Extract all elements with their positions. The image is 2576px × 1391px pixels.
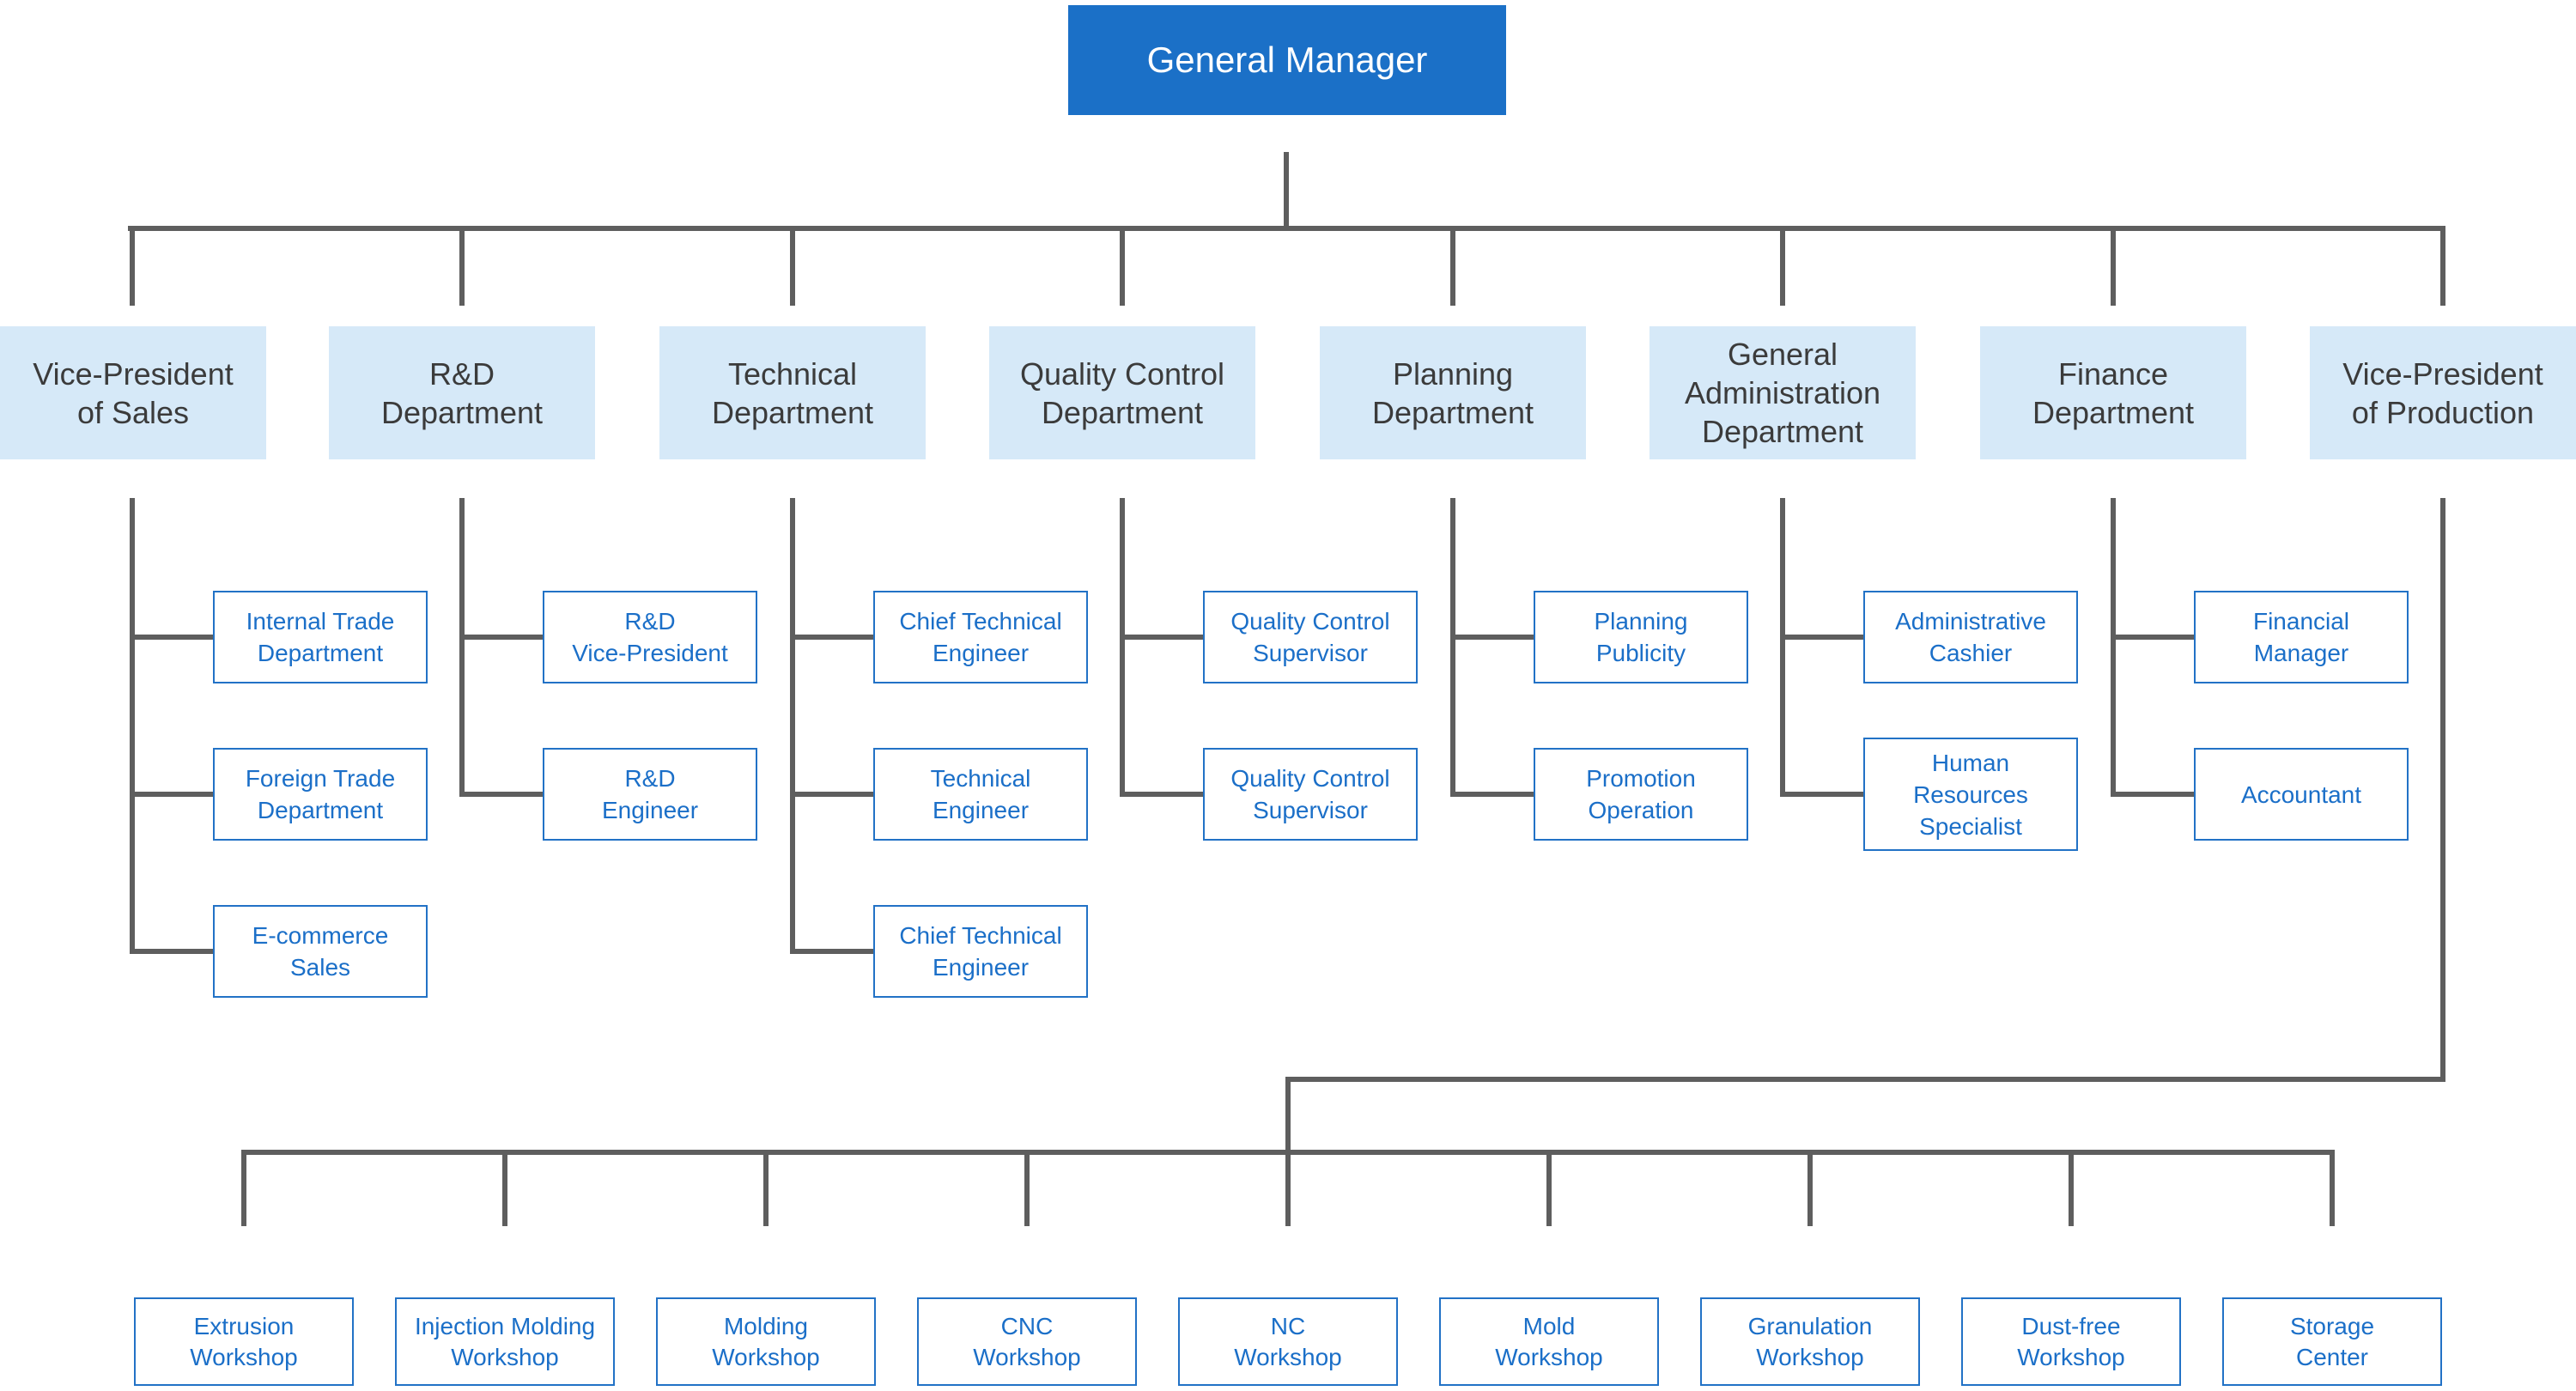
connector-line (1285, 1077, 1291, 1155)
node-technical-department: Technical Department (659, 326, 926, 459)
connector-line (1450, 498, 1455, 797)
node-administrative-cashier: Administrative Cashier (1863, 591, 2078, 683)
node-ecommerce-sales: E-commerce Sales (213, 905, 428, 998)
node-human-resources-specialist: Human Resources Specialist (1863, 738, 2078, 851)
node-technical-engineer: Technical Engineer (873, 748, 1088, 841)
connector-line (790, 635, 876, 640)
connector-line (1285, 1077, 2445, 1082)
connector-line (1120, 498, 1125, 797)
node-internal-trade-department: Internal Trade Department (213, 591, 428, 683)
connector-line (790, 792, 876, 797)
connector-line (2069, 1150, 2074, 1226)
connector-line (130, 635, 216, 640)
node-rd-engineer: R&D Engineer (543, 748, 757, 841)
node-planning-department: Planning Department (1320, 326, 1586, 459)
node-general-administration-department: General Administration Department (1649, 326, 1916, 459)
connector-line (502, 1150, 507, 1226)
node-vp-production: Vice-President of Production (2310, 326, 2576, 459)
node-accountant: Accountant (2194, 748, 2409, 841)
connector-line (1120, 635, 1206, 640)
node-injection-molding-workshop: Injection Molding Workshop (395, 1297, 615, 1386)
node-promotion-operation: Promotion Operation (1534, 748, 1748, 841)
node-quality-control-supervisor-2: Quality Control Supervisor (1203, 748, 1418, 841)
connector-line (1024, 1150, 1030, 1226)
connector-line (1780, 635, 1866, 640)
node-quality-control-supervisor-1: Quality Control Supervisor (1203, 591, 1418, 683)
node-financial-manager: Financial Manager (2194, 591, 2409, 683)
connector-line (790, 226, 795, 306)
node-finance-department: Finance Department (1980, 326, 2246, 459)
node-foreign-trade-department: Foreign Trade Department (213, 748, 428, 841)
node-rd-department: R&D Department (329, 326, 595, 459)
connector-line (2111, 635, 2196, 640)
node-cnc-workshop: CNC Workshop (917, 1297, 1137, 1386)
node-quality-control-department: Quality Control Department (989, 326, 1255, 459)
node-chief-technical-engineer-2: Chief Technical Engineer (873, 905, 1088, 998)
node-vp-sales: Vice-President of Sales (0, 326, 266, 459)
connector-line (2111, 226, 2116, 306)
connector-line (459, 635, 545, 640)
connector-line (1546, 1150, 1552, 1226)
node-rd-vice-president: R&D Vice-President (543, 591, 757, 683)
connector-line (1450, 792, 1536, 797)
connector-line (1807, 1150, 1813, 1226)
node-extrusion-workshop: Extrusion Workshop (134, 1297, 354, 1386)
connector-line (790, 498, 795, 954)
connector-line (128, 226, 2445, 231)
connector-line (1780, 226, 1785, 306)
connector-line (1120, 226, 1125, 306)
connector-line (1285, 1150, 1291, 1226)
connector-line (1450, 226, 1455, 306)
node-mold-workshop: Mold Workshop (1439, 1297, 1659, 1386)
node-chief-technical-engineer-1: Chief Technical Engineer (873, 591, 1088, 683)
connector-line (2330, 1150, 2335, 1226)
connector-line (130, 792, 216, 797)
connector-line (459, 792, 545, 797)
connector-line (763, 1150, 769, 1226)
connector-line (459, 226, 465, 306)
connector-line (1780, 792, 1866, 797)
connector-line (2440, 226, 2445, 306)
node-storage-center: Storage Center (2222, 1297, 2442, 1386)
node-planning-publicity: Planning Publicity (1534, 591, 1748, 683)
node-general-manager: General Manager (1068, 5, 1506, 115)
connector-line (1284, 152, 1289, 231)
connector-line (459, 498, 465, 797)
connector-line (130, 498, 135, 954)
node-molding-workshop: Molding Workshop (656, 1297, 876, 1386)
connector-line (2111, 498, 2116, 797)
connector-line (2440, 498, 2445, 1082)
connector-line (2111, 792, 2196, 797)
connector-line (130, 226, 135, 306)
connector-line (1120, 792, 1206, 797)
connector-line (241, 1150, 246, 1226)
connector-line (790, 949, 876, 954)
connector-line (130, 949, 216, 954)
connector-line (1450, 635, 1536, 640)
connector-line (1780, 498, 1785, 797)
node-nc-workshop: NC Workshop (1178, 1297, 1398, 1386)
node-granulation-workshop: Granulation Workshop (1700, 1297, 1920, 1386)
node-dust-free-workshop: Dust-free Workshop (1961, 1297, 2181, 1386)
